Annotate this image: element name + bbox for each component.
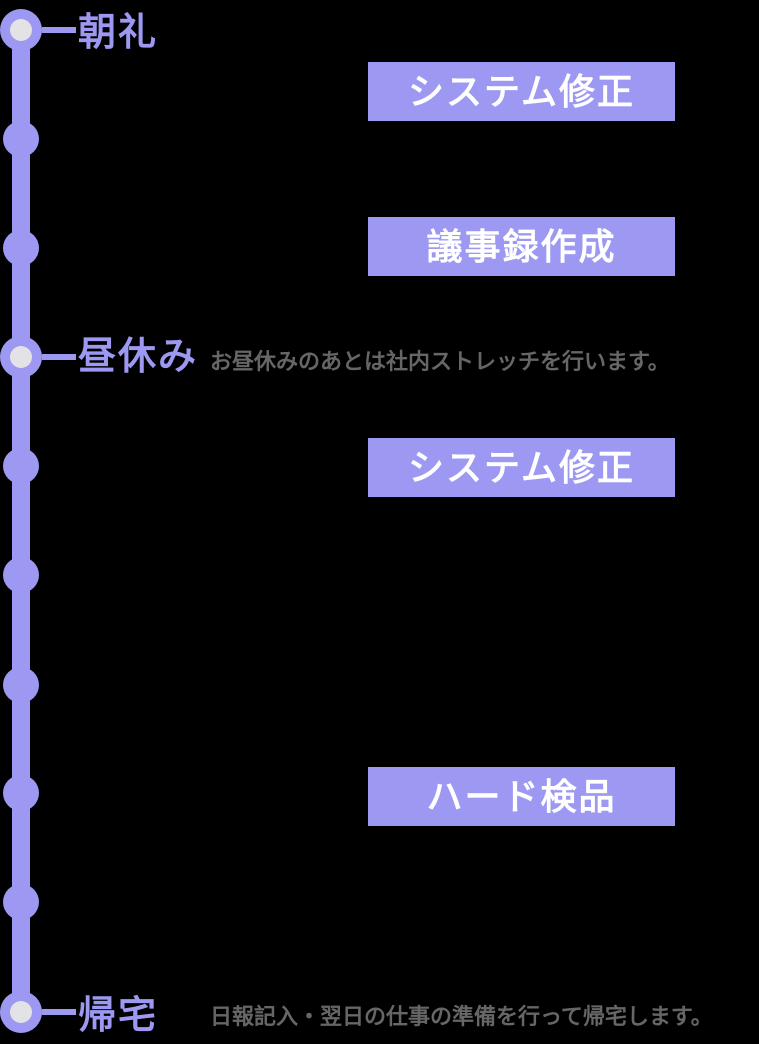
timeline-minor-dot (3, 230, 39, 266)
node-connector (42, 27, 76, 33)
milestone-label-lunch-break: 昼休み (78, 336, 199, 378)
node-inner-circle (10, 1001, 32, 1023)
node-connector (42, 1009, 76, 1015)
milestone-label-morning-assembly: 朝礼 (78, 12, 159, 54)
timeline-major-node-gohome (0, 991, 42, 1033)
timeline-minor-dot (3, 884, 39, 920)
note-go-home: 日報記入・翌日の仕事の準備を行って帰宅します。 (210, 1004, 713, 1029)
note-lunch-break: お昼休みのあとは社内ストレッチを行います。 (210, 349, 670, 374)
milestone-label-go-home: 帰宅 (78, 995, 159, 1037)
timeline-line (12, 30, 30, 1012)
node-connector (42, 354, 76, 360)
timeline-minor-dot (3, 667, 39, 703)
timeline-major-node-morning (0, 9, 42, 51)
node-inner-circle (10, 346, 32, 368)
timeline-minor-dot (3, 775, 39, 811)
timeline-minor-dot (3, 557, 39, 593)
timeline-minor-dot (3, 448, 39, 484)
task-box-system-fix-2: システム修正 (368, 438, 675, 497)
task-box-minutes-creation: 議事録作成 (368, 217, 675, 276)
node-inner-circle (10, 19, 32, 41)
task-box-system-fix-1: システム修正 (368, 62, 675, 121)
timeline-minor-dot (3, 121, 39, 157)
task-box-hardware-inspection: ハード検品 (368, 767, 675, 826)
timeline-major-node-lunch (0, 336, 42, 378)
